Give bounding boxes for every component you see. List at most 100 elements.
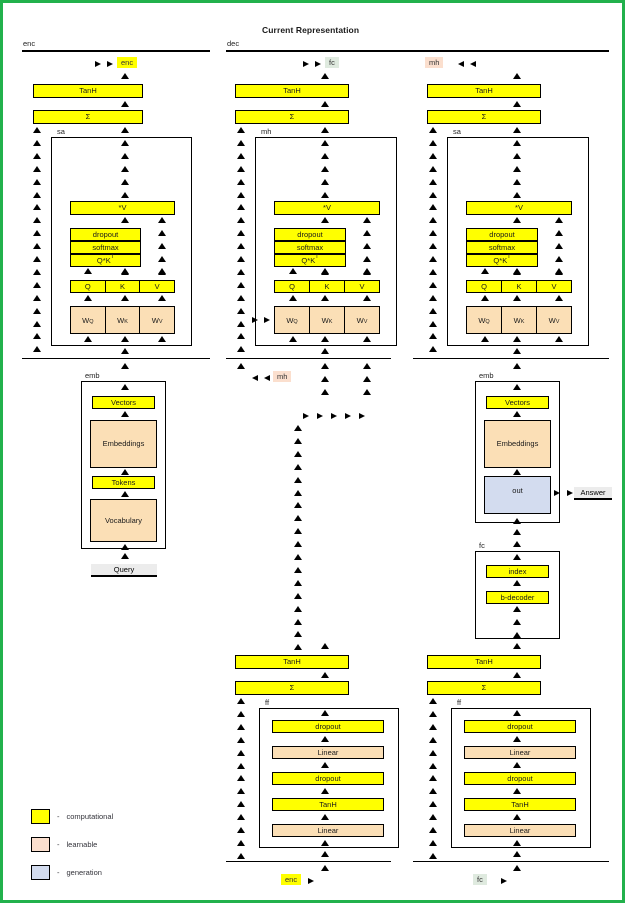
arrow-up-icon (429, 852, 437, 859)
block-dropout2-ff-mid[interactable]: dropout (272, 772, 384, 785)
arrow-up-icon (429, 320, 437, 327)
arrow-up-icon (321, 388, 329, 395)
arrow-up-icon (237, 827, 245, 833)
arrow-up-icon (121, 348, 129, 354)
block-linear2-ff-mid[interactable]: Linear (272, 824, 384, 837)
block-dropout-attn-dec-right[interactable]: dropout (466, 228, 538, 241)
arrow-right-icon (315, 61, 321, 67)
block-out-dec[interactable]: out (484, 476, 551, 514)
block-vocabulary-enc[interactable]: Vocabulary (90, 499, 157, 542)
legend-label-learnable: learnable (66, 840, 98, 849)
arrow-up-icon (513, 217, 521, 223)
arrow-right-icon (308, 878, 314, 884)
arrow-right-icon (359, 413, 365, 419)
block-dropout1-ff-mid[interactable]: dropout (272, 720, 384, 733)
arrow-up-icon (513, 165, 521, 172)
arrow-up-icon (513, 268, 521, 274)
block-softmax-dec-right[interactable]: softmax (466, 241, 538, 254)
block-index-dec[interactable]: index (486, 565, 549, 578)
arrow-up-icon (237, 165, 245, 172)
block-sum-ff-mid[interactable]: Σ (235, 681, 349, 695)
arrow-up-icon (429, 178, 437, 185)
block-tanh-ff-mid[interactable]: TanH (235, 655, 349, 669)
arrow-up-icon (321, 672, 329, 678)
block-vectors-enc[interactable]: Vectors (92, 396, 155, 409)
arrow-up-icon (513, 541, 521, 547)
arrow-up-icon (237, 230, 245, 237)
tag-enc-bottom[interactable]: enc (281, 874, 302, 886)
arrow-up-icon (429, 152, 437, 159)
block-linear2-ff-right[interactable]: Linear (464, 824, 576, 837)
block-tanh-dec-mid[interactable]: TanH (235, 84, 349, 98)
block-linear1-ff-mid[interactable]: Linear (272, 746, 384, 759)
arrow-up-icon (513, 469, 521, 475)
block-embeddings-enc[interactable]: Embeddings (90, 420, 157, 468)
arrow-up-icon (121, 127, 129, 133)
qkv-q: Q (71, 281, 106, 292)
group-frame-ff-right (451, 708, 591, 848)
block-embeddings-dec[interactable]: Embeddings (484, 420, 551, 468)
block-dropout-attn-enc[interactable]: dropout (70, 228, 141, 241)
block-mulv-dec-mid[interactable]: *V (274, 201, 380, 215)
block-tanh-ff-inner-mid[interactable]: TanH (272, 798, 384, 811)
arrow-up-icon (158, 255, 166, 262)
block-sum-ff-right[interactable]: Σ (427, 681, 541, 695)
arrow-left-icon (264, 375, 270, 381)
arrow-up-icon (294, 618, 302, 625)
tag-mh-top[interactable]: mh (425, 57, 444, 69)
arrow-up-icon (513, 619, 521, 625)
qkt-q: Q (96, 255, 103, 265)
arrow-up-icon (237, 363, 245, 369)
block-mulv-dec-right[interactable]: *V (466, 201, 572, 215)
arrow-up-icon (33, 191, 41, 198)
block-tanh-ff-right[interactable]: TanH (427, 655, 541, 669)
block-qkv-dec-mid[interactable]: Q K V (274, 280, 380, 293)
block-dropout2-ff-right[interactable]: dropout (464, 772, 576, 785)
block-sum-enc[interactable]: Σ (33, 110, 143, 124)
tag-fc-bottom[interactable]: fc (473, 874, 487, 886)
block-qkv-dec-right[interactable]: Q K V (466, 280, 572, 293)
arrow-up-icon (294, 425, 302, 431)
arrow-up-icon (294, 476, 302, 483)
qkv-v: V (359, 282, 365, 291)
block-sum-dec-mid[interactable]: Σ (235, 110, 349, 124)
block-tanh-enc[interactable]: TanH (33, 84, 143, 98)
arrow-up-icon (363, 336, 371, 342)
block-dropout-attn-dec-mid[interactable]: dropout (274, 228, 346, 241)
block-tanh-dec-right[interactable]: TanH (427, 84, 541, 98)
arrow-up-icon (429, 775, 437, 782)
block-bdecoder-dec[interactable]: b-decoder (486, 591, 549, 604)
block-qkv-enc[interactable]: Q K V (70, 280, 175, 293)
arrow-up-icon (237, 852, 245, 859)
tag-fc-top[interactable]: fc (325, 57, 339, 69)
block-mulv-enc[interactable]: *V (70, 201, 175, 215)
arrow-up-icon (429, 710, 437, 717)
arrow-up-icon (321, 710, 329, 716)
arrow-up-icon (33, 268, 41, 275)
tag-enc-top[interactable]: enc (117, 57, 138, 69)
arrow-up-icon (121, 152, 129, 159)
io-query[interactable]: Query (91, 564, 157, 577)
group-label-sa-dec: sa (453, 127, 461, 136)
block-sum-dec-right[interactable]: Σ (427, 110, 541, 124)
block-softmax-dec-mid[interactable]: softmax (274, 241, 346, 254)
io-answer[interactable]: Answer (574, 487, 612, 500)
tag-mh-mid[interactable]: mh (273, 371, 292, 383)
divider-dec-mid (226, 358, 391, 359)
group-frame-sa-dec (447, 137, 589, 346)
block-tokens-enc[interactable]: Tokens (92, 476, 155, 489)
block-dropout1-ff-right[interactable]: dropout (464, 720, 576, 733)
block-tanh-ff-inner-right[interactable]: TanH (464, 798, 576, 811)
arrow-up-icon (321, 643, 329, 649)
legend-item-computational: - computational (31, 809, 113, 824)
arrow-up-icon (321, 191, 329, 198)
block-softmax-enc[interactable]: softmax (70, 241, 141, 254)
block-vectors-dec[interactable]: Vectors (486, 396, 549, 409)
block-linear1-ff-right[interactable]: Linear (464, 746, 576, 759)
